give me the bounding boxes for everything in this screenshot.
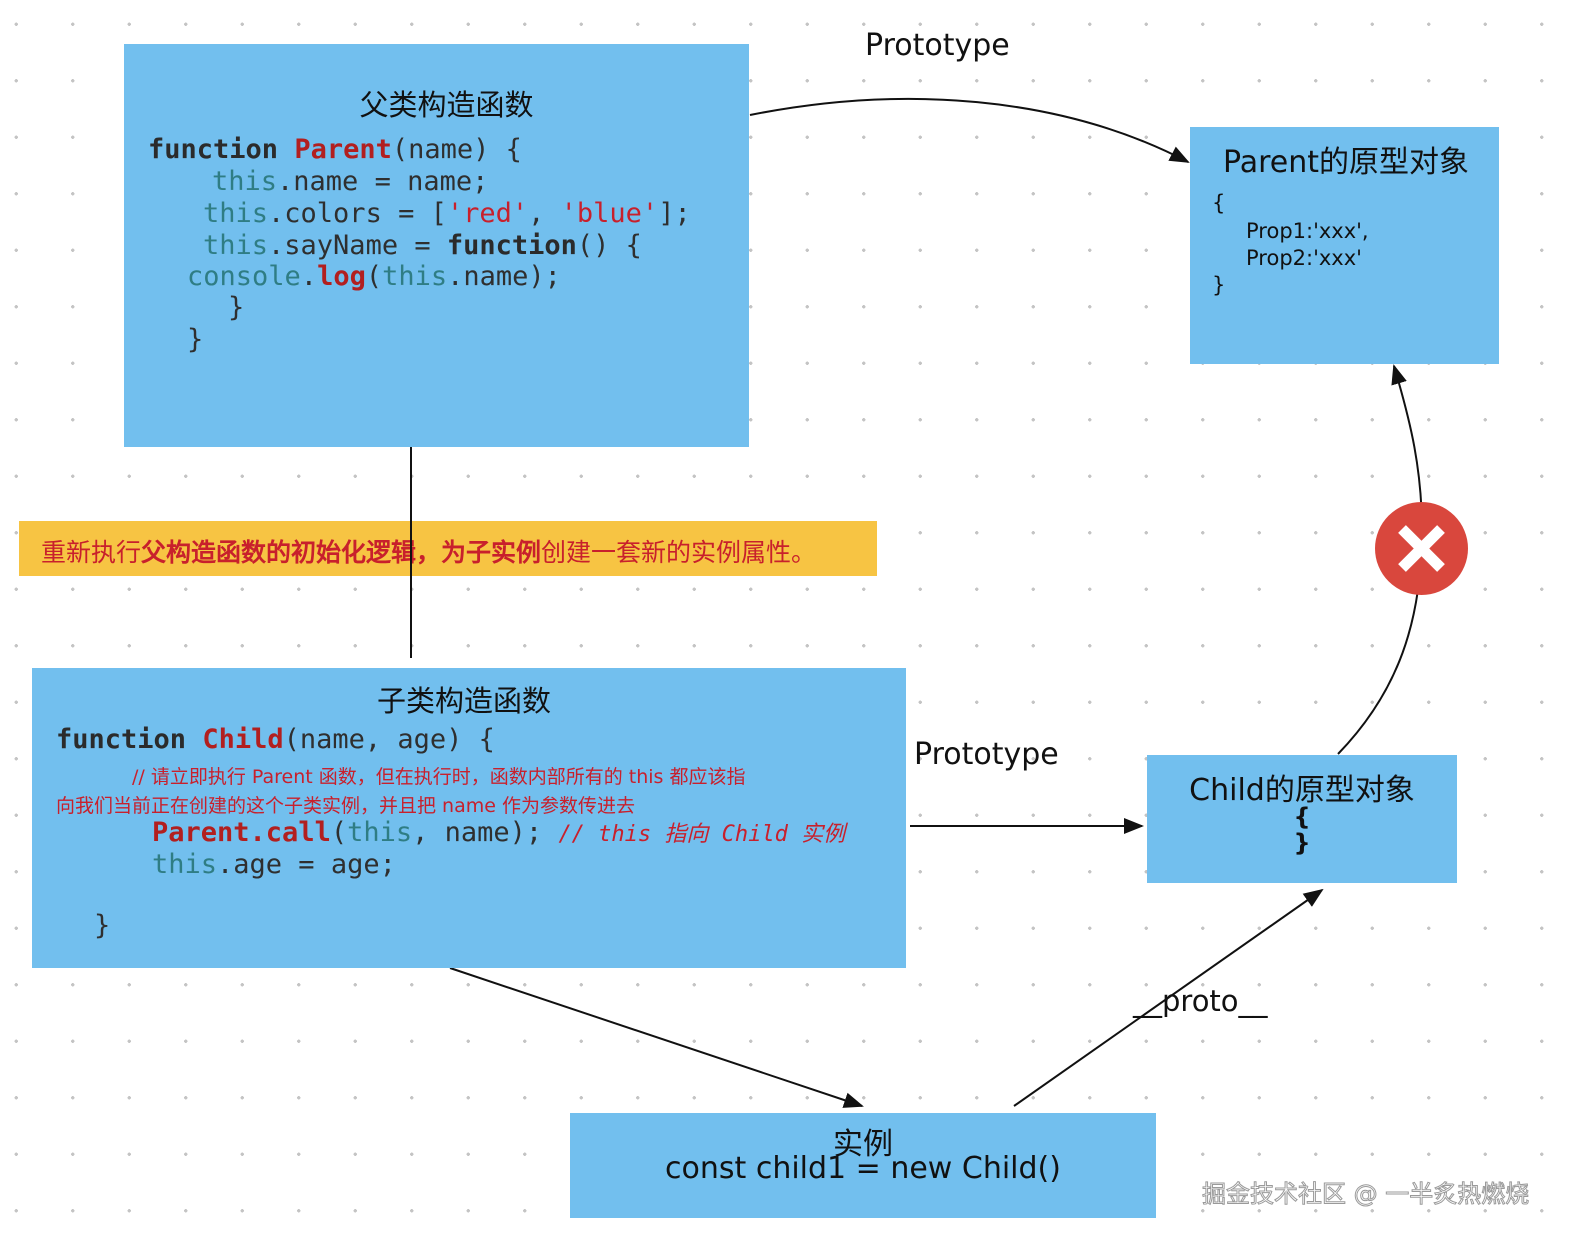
instance-code: const child1 = new Child() <box>665 1151 1061 1186</box>
instance-title: 实例 <box>833 1127 893 1162</box>
watermark: 掘金技术社区 @ 一半炙热燃烧 <box>1201 1180 1530 1209</box>
close-circle-icon <box>1375 502 1468 595</box>
parent-prototype-prop2: Prop2:'xxx' <box>1246 246 1362 270</box>
instance-box: 实例 const child1 = new Child() <box>570 1113 1156 1218</box>
parent-prototype-title: Parent的原型对象 <box>1222 145 1470 180</box>
explanation-banner: 重新执行父构造函数的初始化逻辑，为子实例创建一套新的实例属性。 <box>19 521 877 576</box>
explanation-banner-text: 重新执行父构造函数的初始化逻辑，为子实例创建一套新的实例属性。 <box>41 538 817 567</box>
parent-code-line-1: function Parent(name) { <box>148 134 522 165</box>
prototype-label-mid: Prototype <box>914 737 1059 772</box>
parent-prototype-open: { <box>1212 191 1226 215</box>
parent-code-line-5: console.log(this.name); <box>187 261 561 292</box>
parent-code-line-6: } <box>228 292 245 323</box>
child-prototype-title: Child的原型对象 <box>1189 773 1415 808</box>
parent-prototype-prop1: Prop1:'xxx', <box>1246 219 1369 243</box>
child-comment-line-1: // 请立即执行 Parent 函数，但在执行时，函数内部所有的 this 都应… <box>132 766 746 788</box>
parent-code-line-4: this.sayName = function() { <box>203 230 642 261</box>
child-prototype-close: } <box>1293 829 1311 857</box>
parent-constructor-box: 父类构造函数 function Parent(name) { this.name… <box>124 44 749 447</box>
prototype-arrow-top <box>749 97 1190 163</box>
parent-code-line-7: } <box>187 324 204 355</box>
child-prototype-open: { <box>1293 803 1311 831</box>
child-code-close: } <box>94 910 111 941</box>
child-code-line-1: function Child(name, age) { <box>56 724 495 755</box>
proto-arrow <box>1013 888 1324 1107</box>
parent-prototype-box: Parent的原型对象 { Prop1:'xxx', Prop2:'xxx' } <box>1190 127 1499 364</box>
prototype-label-top: Prototype <box>865 28 1010 63</box>
child-comment-line-2: 向我们当前正在创建的这个子类实例，并且把 name 作为参数传进去 <box>56 795 635 817</box>
parent-code-line-2: this.name = name; <box>212 166 489 197</box>
child-code-call-line: Parent.call(this, name); // this 指向 Chil… <box>152 817 846 848</box>
child-prototype-box: Child的原型对象 { } <box>1147 755 1457 883</box>
child-constructor-title: 子类构造函数 <box>376 684 551 718</box>
child-code-age-line: this.age = age; <box>152 849 396 880</box>
instance-arrow <box>449 967 864 1108</box>
parent-constructor-title: 父类构造函数 <box>359 88 534 122</box>
proto-label: __proto__ <box>1133 984 1268 1018</box>
child-constructor-box: 子类构造函数 function Child(name, age) { // 请立… <box>32 668 906 968</box>
parent-code-line-3: this.colors = ['red', 'blue']; <box>203 198 691 229</box>
parent-prototype-close: } <box>1212 273 1226 297</box>
